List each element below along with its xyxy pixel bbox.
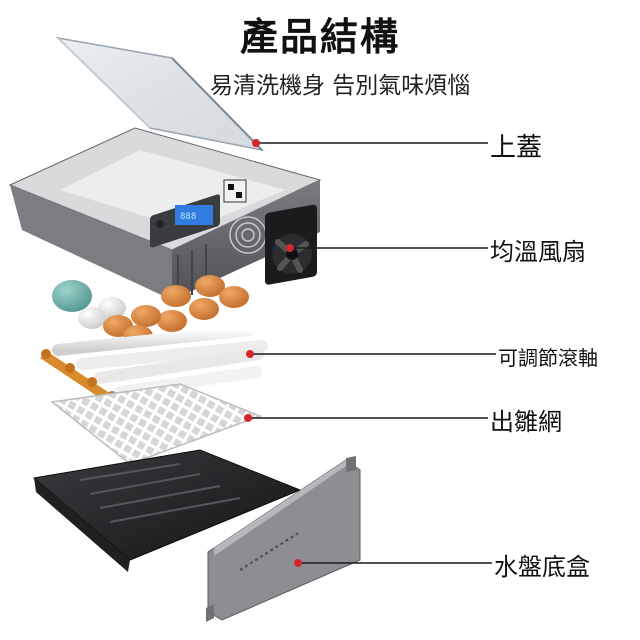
- pointer-lines: [244, 139, 496, 567]
- pointer-dot-fan: [286, 244, 294, 252]
- page-title: 產品結構: [239, 15, 400, 59]
- svg-text:888: 888: [180, 212, 196, 222]
- label-rollers: 可調節滾軸: [498, 346, 598, 370]
- pointer-dot-mesh: [244, 414, 252, 422]
- water-tray-base: [32, 449, 361, 622]
- main-body: 888: [8, 127, 322, 300]
- display-screen: [175, 205, 213, 225]
- page-subtitle: 易清洗機身 告別氣味煩惱: [210, 73, 471, 99]
- label-water-tray: 水盤底盒: [494, 553, 590, 581]
- pointer-dot-tray: [294, 559, 302, 567]
- label-mesh: 出雛網: [490, 408, 562, 436]
- label-fan: 均溫風扇: [490, 238, 586, 266]
- pointer-dot-lid: [252, 139, 260, 147]
- qr-code: [223, 179, 247, 203]
- pointer-dot-rollers: [246, 350, 254, 358]
- top-lid: [55, 36, 265, 152]
- hatching-mesh: [50, 383, 263, 465]
- label-top-lid: 上蓋: [490, 133, 543, 163]
